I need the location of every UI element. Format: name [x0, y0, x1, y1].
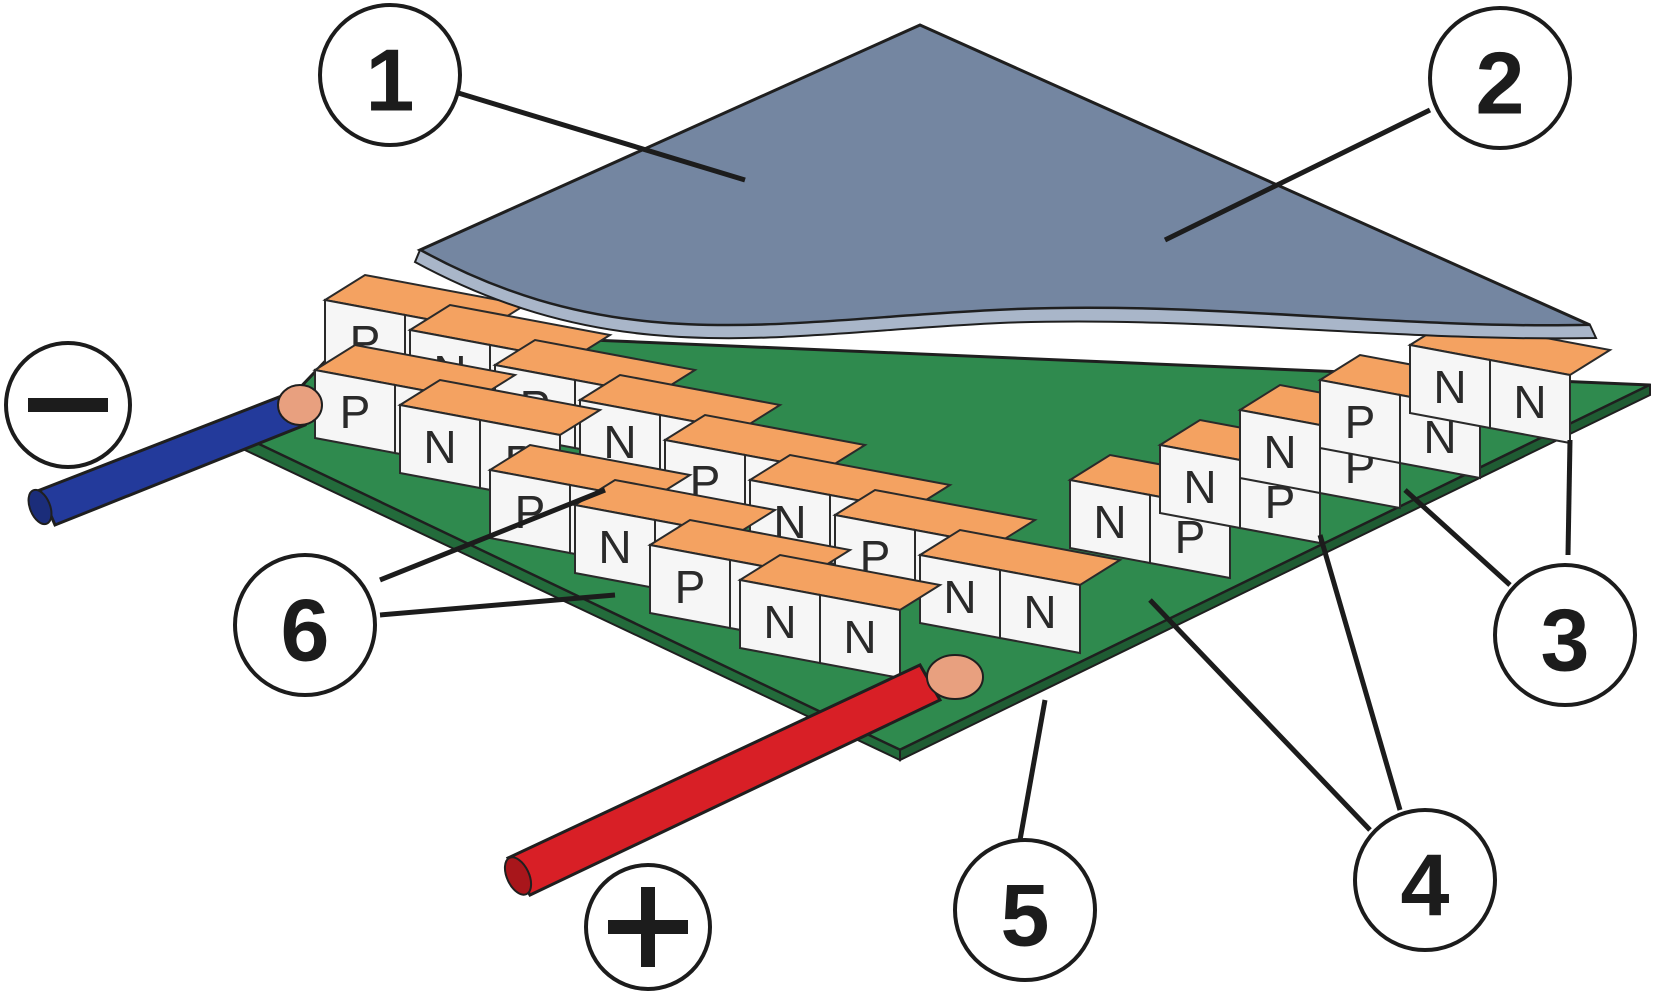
leg-letter: N: [1183, 461, 1216, 513]
leader-3a: [1405, 490, 1510, 585]
callout-2: 2: [1430, 8, 1570, 148]
callout-3: 3: [1495, 565, 1635, 705]
callout-1-label: 1: [366, 31, 415, 130]
callout-6-label: 6: [281, 581, 330, 680]
leg-letter: N: [423, 421, 456, 473]
leader-4a: [1320, 535, 1400, 810]
top-ceramic-plate: [415, 25, 1596, 338]
leg-letter: P: [675, 561, 706, 613]
callout-5-label: 5: [1001, 866, 1050, 965]
callout-3-label: 3: [1541, 591, 1590, 690]
leg-letter: N: [943, 571, 976, 623]
leader-5: [1020, 700, 1045, 840]
leg-letter: N: [1093, 496, 1126, 548]
callout-1: 1: [320, 5, 460, 145]
leg-letter: N: [1263, 426, 1296, 478]
callout-2-label: 2: [1476, 34, 1525, 133]
positive-terminal-symbol: [586, 865, 710, 989]
negative-terminal-symbol: [6, 343, 130, 467]
leader-3b: [1568, 440, 1570, 555]
leg-letter: N: [843, 611, 876, 663]
leg-letter: P: [340, 386, 371, 438]
leg-letter: P: [515, 486, 546, 538]
callout-4-label: 4: [1401, 836, 1450, 935]
negative-solder-joint: [278, 385, 322, 425]
leg-letter: N: [1023, 586, 1056, 638]
leg-letter: N: [598, 521, 631, 573]
callout-5: 5: [955, 840, 1095, 980]
leg-letter: N: [763, 596, 796, 648]
leader-4b: [1150, 600, 1370, 830]
positive-wire: [500, 655, 983, 899]
leg-letter: N: [1433, 361, 1466, 413]
positive-solder-joint: [927, 655, 983, 699]
callout-6: 6: [235, 555, 375, 695]
leg-letter: N: [1513, 376, 1546, 428]
callout-4: 4: [1355, 810, 1495, 950]
leg-letter: P: [1345, 396, 1376, 448]
